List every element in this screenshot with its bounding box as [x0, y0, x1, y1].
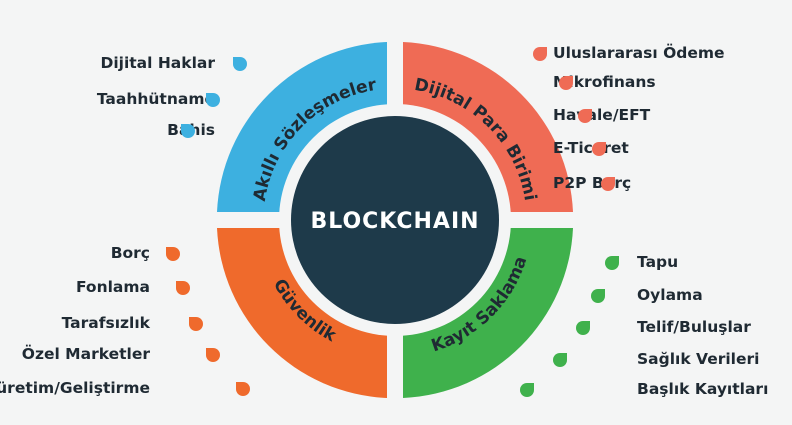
droplet-icon	[576, 107, 594, 129]
droplet-icon	[518, 381, 536, 403]
item-label: Telif/Buluşlar	[637, 318, 751, 336]
item-label: Oylama	[637, 286, 703, 304]
droplet-icon	[599, 175, 617, 197]
droplet-icon	[590, 140, 608, 162]
droplet-icon	[603, 254, 621, 276]
droplet-icon	[531, 45, 549, 67]
item-label: E-Ticaret	[553, 139, 629, 157]
item-label: Mikrofinans	[553, 73, 656, 91]
center-circle	[291, 116, 499, 324]
item-label: Fonlama	[75, 278, 150, 296]
item-label: Başlık Kayıtları	[637, 380, 769, 398]
droplet-icon	[557, 74, 575, 96]
center-title: BLOCKCHAIN	[310, 209, 479, 234]
item-label: Dijital Haklar	[100, 54, 215, 72]
item-label: Taahhütname	[96, 90, 215, 108]
droplet-icon	[179, 122, 197, 144]
item-label: Türetim/Geliştirme	[0, 379, 150, 397]
droplet-icon	[551, 351, 569, 373]
droplet-icon	[234, 380, 252, 402]
droplet-icon	[187, 315, 205, 337]
droplet-icon	[204, 346, 222, 368]
droplet-icon	[574, 319, 592, 341]
droplet-icon	[231, 55, 249, 77]
item-label: P2P Borç	[553, 174, 632, 192]
droplet-icon	[204, 91, 222, 113]
droplet-icon	[174, 279, 192, 301]
item-label: Borç	[110, 244, 150, 262]
item-label: Havale/EFT	[553, 106, 651, 124]
droplet-icon	[589, 287, 607, 309]
droplet-icon	[164, 245, 182, 267]
item-label: Sağlık Verileri	[637, 350, 760, 368]
item-label: Uluslararası Ödeme	[553, 44, 725, 62]
item-label: Tapu	[637, 253, 679, 271]
item-label: Özel Marketler	[21, 345, 150, 363]
item-label: Tarafsızlık	[61, 314, 150, 332]
